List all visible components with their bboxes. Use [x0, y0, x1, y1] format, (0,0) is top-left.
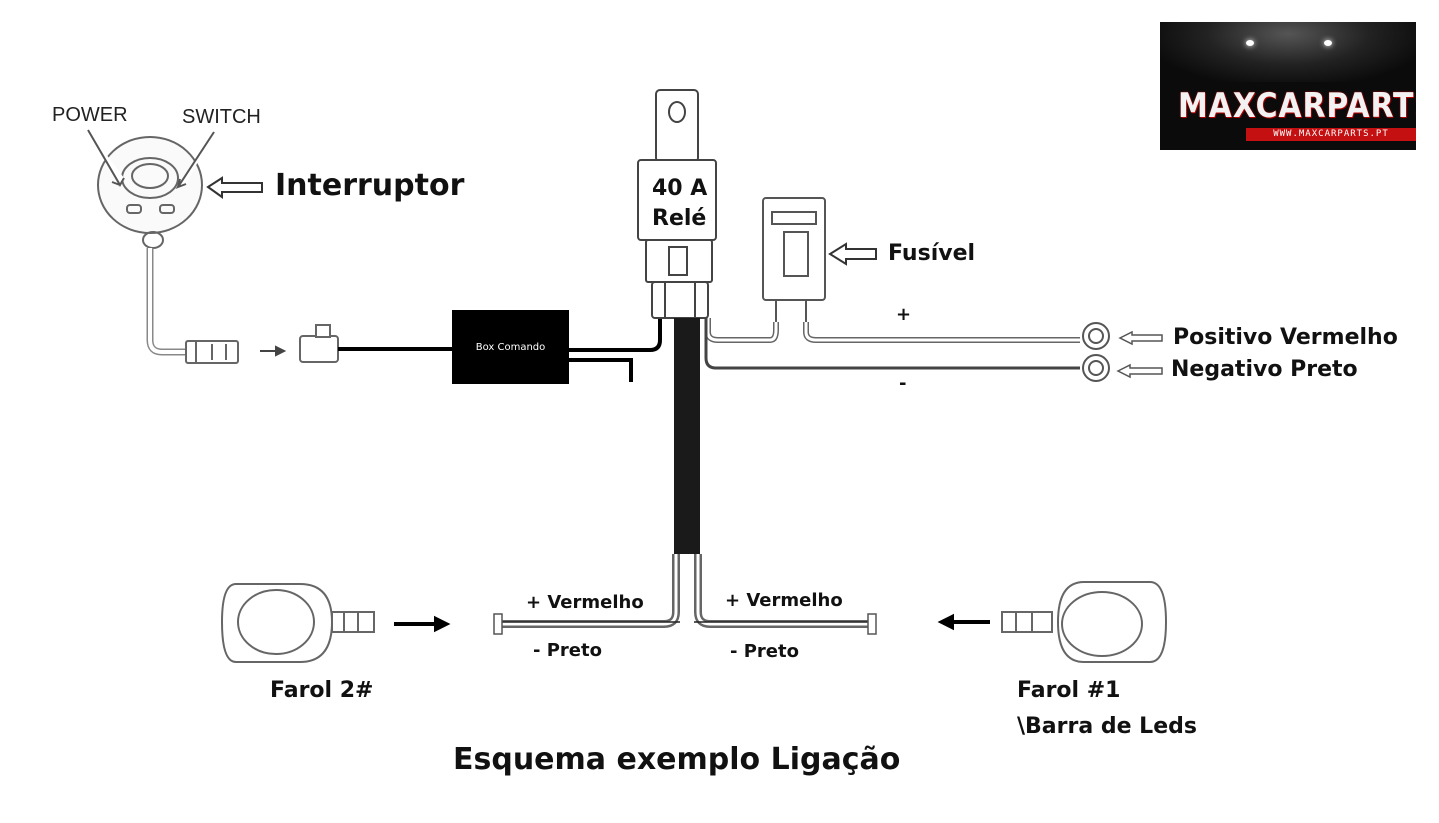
lamp-right-label-line1: Farol #1: [1017, 678, 1121, 703]
lamp-right-icon: [1001, 581, 1168, 663]
positive-sign: +: [896, 304, 912, 325]
relay-icon: [637, 89, 717, 319]
logo-brand-text: MAXCARPARTS: [1178, 86, 1416, 126]
interruptor-arrow-icon: [206, 176, 263, 199]
switch-label: SWITCH: [182, 106, 261, 128]
logo-headlight-icon: [1324, 40, 1332, 46]
fuse-arrow-icon: [828, 242, 877, 266]
fuse-label: Fusível: [888, 241, 976, 266]
logo-car-image: [1160, 22, 1416, 82]
maxcarparts-logo: MAXCARPARTS WWW.MAXCARPARTS.PT: [1160, 22, 1416, 150]
power-label: POWER: [52, 104, 128, 126]
diagram-title: Esquema exemplo Ligação: [453, 742, 901, 777]
lamp-left-icon: [220, 583, 375, 663]
battery-arrows: [1116, 330, 1163, 379]
logo-headlight-icon: [1246, 40, 1254, 46]
negative-sign: -: [899, 373, 907, 394]
battery-wires: [704, 318, 1110, 382]
relay-label: Relé: [652, 206, 707, 231]
switch-pointer-arrows: [87, 129, 215, 190]
control-box: Box Comando: [452, 310, 569, 384]
harness-right-negative: - Preto: [730, 641, 799, 662]
interruptor-label: Interruptor: [275, 168, 465, 203]
harness-left-negative: - Preto: [533, 640, 602, 661]
fuse-holder-icon: [762, 197, 826, 322]
switch-icon: [97, 136, 339, 364]
harness-left-positive: + Vermelho: [526, 592, 644, 613]
logo-url-text: WWW.MAXCARPARTS.PT: [1246, 128, 1416, 141]
connect-arrow-icon: [260, 345, 287, 357]
lamp-left-label: Farol 2#: [270, 678, 374, 703]
lamp-right-arrow-icon: [937, 613, 990, 631]
harness-right-positive: + Vermelho: [725, 590, 843, 611]
lamp-right-label-line2: \Barra de Leds: [1017, 714, 1197, 739]
lamp-left-arrow-icon: [394, 615, 451, 633]
negative-wire-label: Negativo Preto: [1171, 357, 1358, 382]
relay-rating: 40 A: [652, 176, 708, 201]
positive-wire-label: Positivo Vermelho: [1173, 325, 1398, 350]
main-harness-wire: [493, 318, 877, 635]
control-wire: [338, 318, 662, 382]
